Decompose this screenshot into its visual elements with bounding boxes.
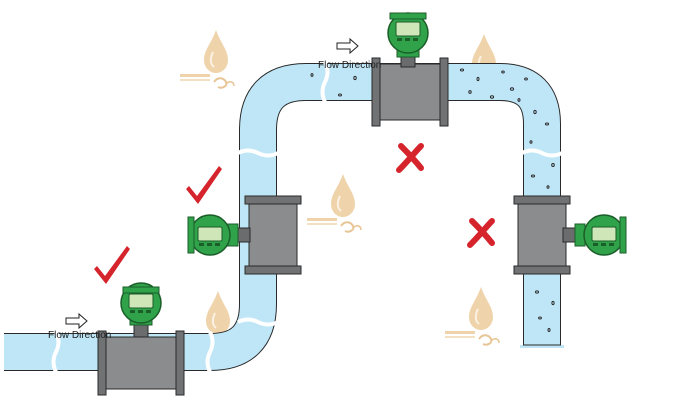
pipe-network [0, 63, 564, 371]
flow-direction-label: Flow Direction [48, 330, 111, 341]
lcd-screen [591, 226, 617, 242]
oil-drop-logo-icon [444, 286, 500, 346]
flow-direction-bottom: Flow Direction [48, 312, 111, 341]
flowmeter-vertical-downward [513, 195, 627, 275]
lcd-screen [128, 293, 154, 309]
cross-mark-icon [470, 221, 492, 245]
flowmeter-vertical-upward [187, 195, 302, 275]
flowmeter-top-horizontal [371, 12, 449, 127]
flow-direction-label: Flow Direction [318, 60, 381, 71]
oil-drop-logo-icon [306, 173, 362, 233]
lcd-screen [197, 226, 223, 242]
lcd-screen [395, 21, 421, 37]
arrow-right-icon [65, 312, 88, 330]
flowmeter-bottom-horizontal [97, 282, 185, 396]
cross-mark-icon [399, 146, 421, 170]
check-mark-icon [94, 246, 130, 284]
oil-drop-logo-icon [179, 29, 235, 89]
air-bubbles [310, 68, 555, 332]
arrow-right-icon [336, 37, 359, 55]
check-mark-icon [186, 166, 222, 204]
flow-direction-top: Flow Direction [318, 37, 381, 71]
